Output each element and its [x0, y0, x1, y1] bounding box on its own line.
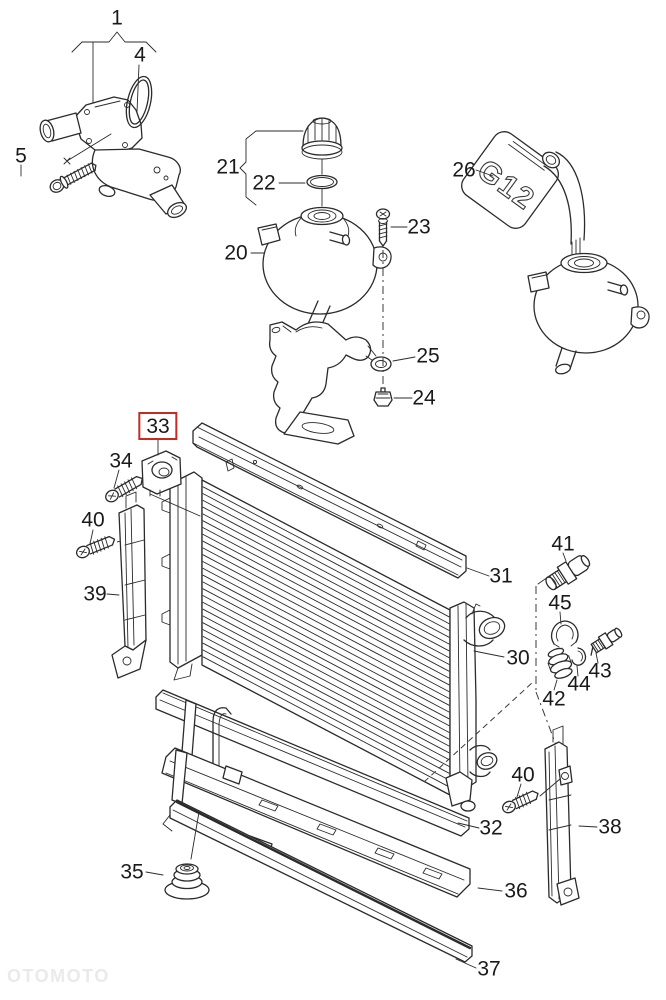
tank-cap-drawing: [239, 117, 343, 207]
bottom-rail-37-drawing: [162, 799, 473, 963]
part-label-36[interactable]: 36: [504, 879, 528, 903]
expansion-tank-2-drawing: [527, 252, 650, 375]
part-label-41[interactable]: 41: [551, 532, 575, 556]
part-label-26[interactable]: 26: [452, 158, 476, 182]
part-label-4[interactable]: 4: [134, 43, 146, 67]
radiator-drawing: [161, 458, 506, 812]
part-label-1[interactable]: 1: [111, 6, 123, 30]
part-label-39[interactable]: 39: [83, 582, 107, 606]
bracket-39-drawing: [111, 491, 147, 679]
label-leader-lines: [106, 169, 598, 969]
gasket-ring-drawing: [125, 64, 153, 129]
part-label-5[interactable]: 5: [15, 144, 27, 168]
bracket-38-drawing: [544, 725, 580, 906]
part-label-35[interactable]: 35: [120, 860, 144, 884]
part-label-33[interactable]: 33: [138, 412, 178, 440]
thermostat-housing-drawing: [39, 96, 187, 219]
lower-crossmember-drawing: [155, 689, 470, 837]
part-label-38[interactable]: 38: [598, 815, 622, 839]
part-label-32[interactable]: 32: [479, 816, 503, 840]
part-label-25[interactable]: 25: [416, 344, 440, 368]
mount-33-drawing: [141, 450, 182, 497]
part-label-20[interactable]: 20: [224, 241, 248, 265]
part-label-45[interactable]: 45: [548, 591, 572, 615]
part-label-24[interactable]: 24: [412, 386, 436, 410]
grommet-35-drawing: [164, 811, 210, 900]
part-label-40-right[interactable]: 40: [511, 763, 535, 787]
part-label-37[interactable]: 37: [477, 957, 501, 981]
screw-34-drawing: [105, 469, 201, 517]
part-label-34[interactable]: 34: [109, 449, 133, 473]
part-label-30[interactable]: 30: [506, 646, 530, 670]
part-label-44[interactable]: 44: [567, 672, 591, 696]
sensor-41-drawing: [545, 552, 591, 591]
part-label-21[interactable]: 21: [216, 155, 240, 179]
part-label-23[interactable]: 23: [407, 215, 431, 239]
screw-23-drawing: [375, 208, 391, 247]
part-label-22[interactable]: 22: [252, 171, 276, 195]
part-label-42[interactable]: 42: [542, 687, 566, 711]
part-label-40-left[interactable]: 40: [81, 508, 105, 532]
screw-40-left-drawing: [75, 529, 129, 559]
sensor-43-drawing: [590, 627, 623, 664]
coolant-bottle-drawing: G12: [461, 131, 586, 263]
upper-crossmember-drawing: [192, 422, 467, 579]
clip-44-drawing: [571, 647, 587, 677]
group-bracket-1: [71, 31, 157, 115]
part-label-31[interactable]: 31: [489, 564, 513, 588]
bracket-25-drawing: [268, 321, 392, 445]
expansion-tank-drawing: [257, 206, 392, 333]
clip-24-drawing: [373, 387, 393, 407]
screw-40-right-drawing: [502, 778, 561, 814]
alignment-lines: [423, 576, 565, 783]
air-guide-36-drawing: [161, 747, 471, 898]
watermark: OTOMOTO: [7, 966, 110, 986]
fitting-42-drawing: [547, 647, 573, 691]
bolt-5-drawing: [20, 133, 112, 193]
part-label-43[interactable]: 43: [588, 659, 612, 683]
